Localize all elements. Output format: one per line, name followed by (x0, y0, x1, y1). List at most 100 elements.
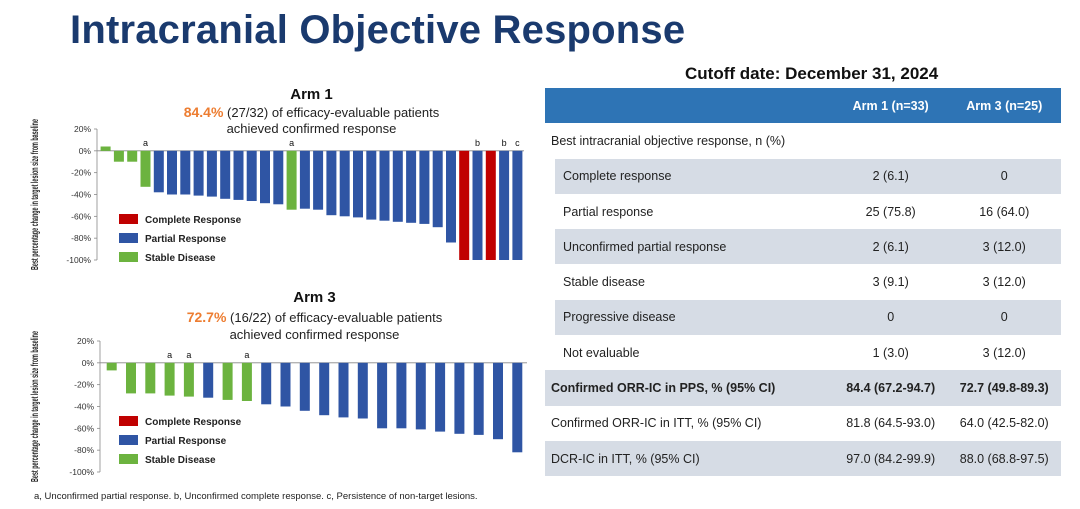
bar (220, 150, 231, 199)
y-tick-label: -40% (71, 190, 91, 200)
bar (164, 362, 175, 396)
row-arm3-value: 64.0 (42.5-82.0) (959, 416, 1049, 431)
bar (392, 150, 403, 222)
bar (366, 150, 377, 220)
bar-annotation: b (475, 138, 480, 148)
bar (241, 362, 252, 401)
legend-label: Partial Response (145, 436, 227, 447)
bar (126, 362, 136, 394)
y-axis-label: Best percentage change in target lesion … (29, 331, 41, 482)
table-header-arm3: Arm 3 (n=25) (947, 88, 1061, 124)
subtitle-text: (27/32) of efficacy-evaluable patients (223, 105, 439, 120)
bar (260, 150, 270, 204)
bar-annotation: b (502, 138, 507, 148)
bar (100, 146, 111, 151)
legend-label: Stable Disease (145, 253, 216, 264)
row-arm1-value: 97.0 (84.2-99.9) (833, 440, 948, 477)
legend-swatch (119, 454, 138, 464)
row-label: Not evaluable (563, 345, 640, 360)
bar (326, 150, 337, 216)
bar (286, 150, 297, 210)
legend-label: Complete Response (145, 417, 242, 428)
row-arm1-value: 25 (75.8) (865, 204, 916, 219)
y-tick-label: -80% (71, 233, 91, 243)
row-arm1-value: 3 (9.1) (872, 275, 909, 290)
legend-label: Stable Disease (145, 455, 216, 466)
bar (512, 150, 523, 260)
chart-subtitle-line2: achieved confirmed response (230, 327, 400, 342)
legend-label: Partial Response (145, 234, 227, 245)
bar (473, 362, 484, 435)
bar (167, 150, 177, 195)
waterfall-charts: Arm 184.4% (27/32) of efficacy-evaluable… (29, 86, 527, 482)
table-row: DCR-IC in ITT, % (95% CI)97.0 (84.2-99.9… (545, 440, 1061, 477)
bar (313, 150, 324, 210)
row-arm3-value: 0 (947, 299, 1061, 336)
bar (499, 150, 510, 260)
bar (406, 150, 417, 223)
chart-arm1: Arm 184.4% (27/32) of efficacy-evaluable… (29, 86, 524, 270)
bar (493, 362, 503, 440)
bar (357, 362, 368, 419)
chart-arm3: Arm 372.7% (16/22) of efficacy-evaluable… (29, 289, 527, 482)
table-row: Best intracranial objective response, n … (545, 123, 1061, 158)
subtitle-text: (16/22) of efficacy-evaluable patients (226, 310, 442, 325)
response-table: Arm 1 (n=33) Arm 3 (n=25) Best intracran… (545, 88, 1061, 477)
bar (233, 150, 244, 200)
legend-swatch (119, 416, 138, 426)
row-label: Confirmed ORR-IC in PPS, % (95% CI) (545, 370, 834, 406)
chart-subtitle-line2: achieved confirmed response (227, 121, 397, 136)
bar-annotation: a (167, 350, 172, 360)
y-tick-label: -40% (74, 402, 94, 412)
bar (222, 362, 233, 400)
row-label: Confirmed ORR-IC in ITT, % (95% CI) (551, 416, 762, 431)
row-arm1-value: 2 (6.1) (833, 158, 948, 194)
row-arm1-value: 84.4 (67.2-94.7) (833, 370, 948, 406)
bar-annotation: c (515, 138, 520, 148)
y-tick-label: -60% (71, 211, 91, 221)
row-arm1-value: 2 (6.1) (833, 229, 948, 265)
row-arm1-value: 81.8 (64.5-93.0) (846, 416, 936, 431)
bar (273, 150, 284, 205)
y-tick-label: 0% (79, 146, 92, 156)
bar (193, 150, 204, 196)
bar (106, 362, 117, 371)
row-arm3-value: 88.0 (68.8-97.5) (947, 440, 1061, 477)
row-label: Best intracranial objective response, n … (551, 133, 786, 148)
row-arm3-value: 3 (12.0) (982, 345, 1026, 360)
bar (377, 362, 388, 429)
bar-annotation: a (143, 138, 148, 148)
bar (299, 362, 310, 411)
y-tick-label: -100% (66, 255, 91, 265)
bar (153, 150, 164, 193)
bar (180, 150, 191, 195)
row-label: Stable disease (563, 275, 646, 290)
bar (127, 150, 138, 162)
bar (485, 150, 496, 260)
y-tick-label: -20% (74, 380, 94, 390)
bar (261, 362, 272, 405)
page-title: Intracranial Objective Response (70, 8, 686, 52)
y-tick-label: -100% (69, 467, 94, 477)
row-arm3-value: 0 (947, 158, 1061, 194)
response-rate-highlight: 84.4% (184, 104, 224, 120)
bar (419, 150, 430, 224)
row-label: Progressive disease (545, 299, 834, 336)
bar (145, 362, 156, 394)
legend-swatch (119, 233, 138, 243)
table-row: Confirmed ORR-IC in ITT, % (95% CI) 81.8 … (545, 406, 1061, 441)
footnote: a, Unconfirmed partial response. b, Unco… (34, 491, 478, 502)
cutoff-date: Cutoff date: December 31, 2024 (685, 64, 939, 83)
y-tick-label: 0% (82, 358, 95, 368)
y-axis-label: Best percentage change in target lesion … (29, 119, 41, 270)
y-tick-label: 20% (77, 336, 94, 346)
bar (435, 362, 446, 432)
bar (280, 362, 291, 407)
bar (379, 150, 390, 221)
table-header-arm1: Arm 1 (n=33) (833, 88, 948, 124)
bar-annotation: a (244, 350, 249, 360)
